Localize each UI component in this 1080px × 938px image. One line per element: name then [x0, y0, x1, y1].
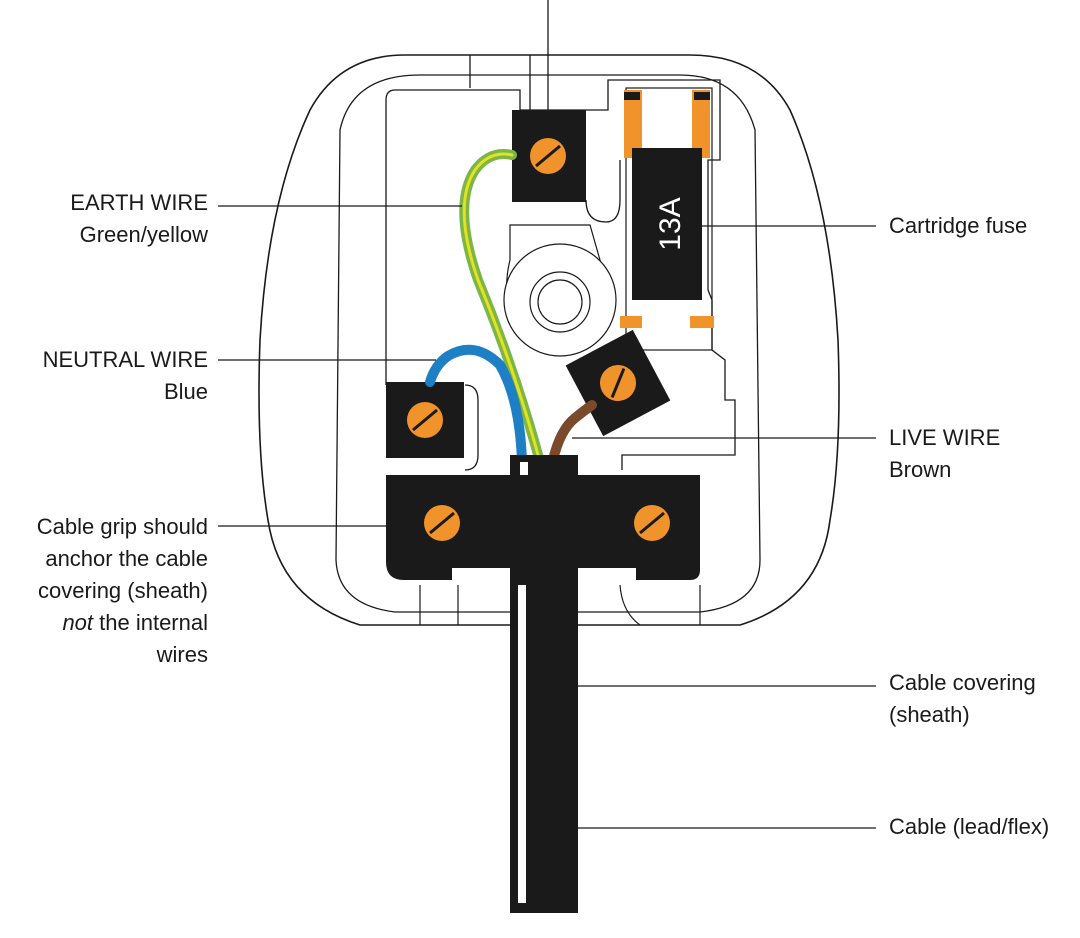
- fuse-contact-bottom-left: [620, 316, 642, 328]
- neutral-wire-title: NEUTRAL WIRE: [42, 347, 208, 372]
- grip-screw-right-slot: [639, 511, 665, 535]
- grip-slot-left: [452, 568, 510, 575]
- earth-wire-subtitle: Green/yellow: [79, 222, 208, 247]
- cable-grip: [386, 475, 700, 580]
- earth-wire-label: EARTH WIRE Green/yellow: [70, 187, 208, 251]
- earth-pin-lead: [529, 0, 549, 110]
- live-wire: [548, 400, 597, 465]
- live-wire-label: LIVE WIRE Brown: [889, 422, 1000, 486]
- grip-slot-right: [578, 568, 636, 575]
- cable-grip-emphasis: not: [62, 610, 94, 635]
- cartridge-fuse-body: [632, 148, 702, 300]
- fuse-contact-top-bar-right: [694, 92, 710, 100]
- cable-covering-line-1: Cable covering: [889, 670, 1036, 695]
- fuse-holder-outline: [625, 87, 713, 351]
- cable-grip-line-4: not the internal: [37, 607, 208, 639]
- earth-wire-stripe: [462, 152, 542, 464]
- cable-grip-line-3: covering (sheath): [38, 578, 208, 603]
- cable-grip-line-4-rest: the internal: [93, 610, 208, 635]
- fuse-rating: 13A: [654, 197, 687, 250]
- cable-text: Cable (lead/flex): [889, 814, 1050, 839]
- neutral-screw-slot: [412, 408, 438, 432]
- live-wire-title: LIVE WIRE: [889, 425, 1001, 450]
- cable-covering-line-2: (sheath): [889, 702, 970, 727]
- live-wire-subtitle: Brown: [889, 457, 952, 482]
- fuse-contact-top-bar-left: [624, 92, 640, 100]
- cable-covering-label: Cable covering (sheath): [889, 667, 1036, 731]
- cable-grip-line-2: anchor the cable: [45, 546, 208, 571]
- neutral-channel: [464, 384, 479, 471]
- centre-hole-inner: [537, 279, 583, 325]
- cable-grip-line-5: wires: [156, 642, 208, 667]
- fuse-contact-bottom-right: [690, 316, 714, 328]
- neutral-wire-subtitle: Blue: [163, 379, 208, 404]
- earth-wire-title: EARTH WIRE: [70, 190, 208, 215]
- cable-grip-line-1: Cable grip should: [36, 514, 208, 539]
- cable-label: Cable (lead/flex): [889, 811, 1049, 843]
- earth-screw-slot: [535, 144, 561, 168]
- plug-foot-left: [419, 585, 459, 625]
- cartridge-fuse-label: Cartridge fuse: [889, 210, 1027, 242]
- neutral-wire: [425, 344, 527, 467]
- cable-highlight: [518, 585, 526, 903]
- fuse-contact-top-left: [624, 90, 642, 158]
- grip-screw-left-slot: [429, 511, 455, 535]
- cartridge-fuse-text: Cartridge fuse: [889, 213, 1028, 238]
- neutral-wire-label: NEUTRAL WIRE Blue: [43, 344, 208, 408]
- cable-grip-label: Cable grip should anchor the cable cover…: [37, 511, 208, 671]
- cable-stub-highlight: [520, 462, 528, 476]
- fuse-contact-top-right: [692, 90, 710, 158]
- plug-foot-right: [619, 584, 701, 626]
